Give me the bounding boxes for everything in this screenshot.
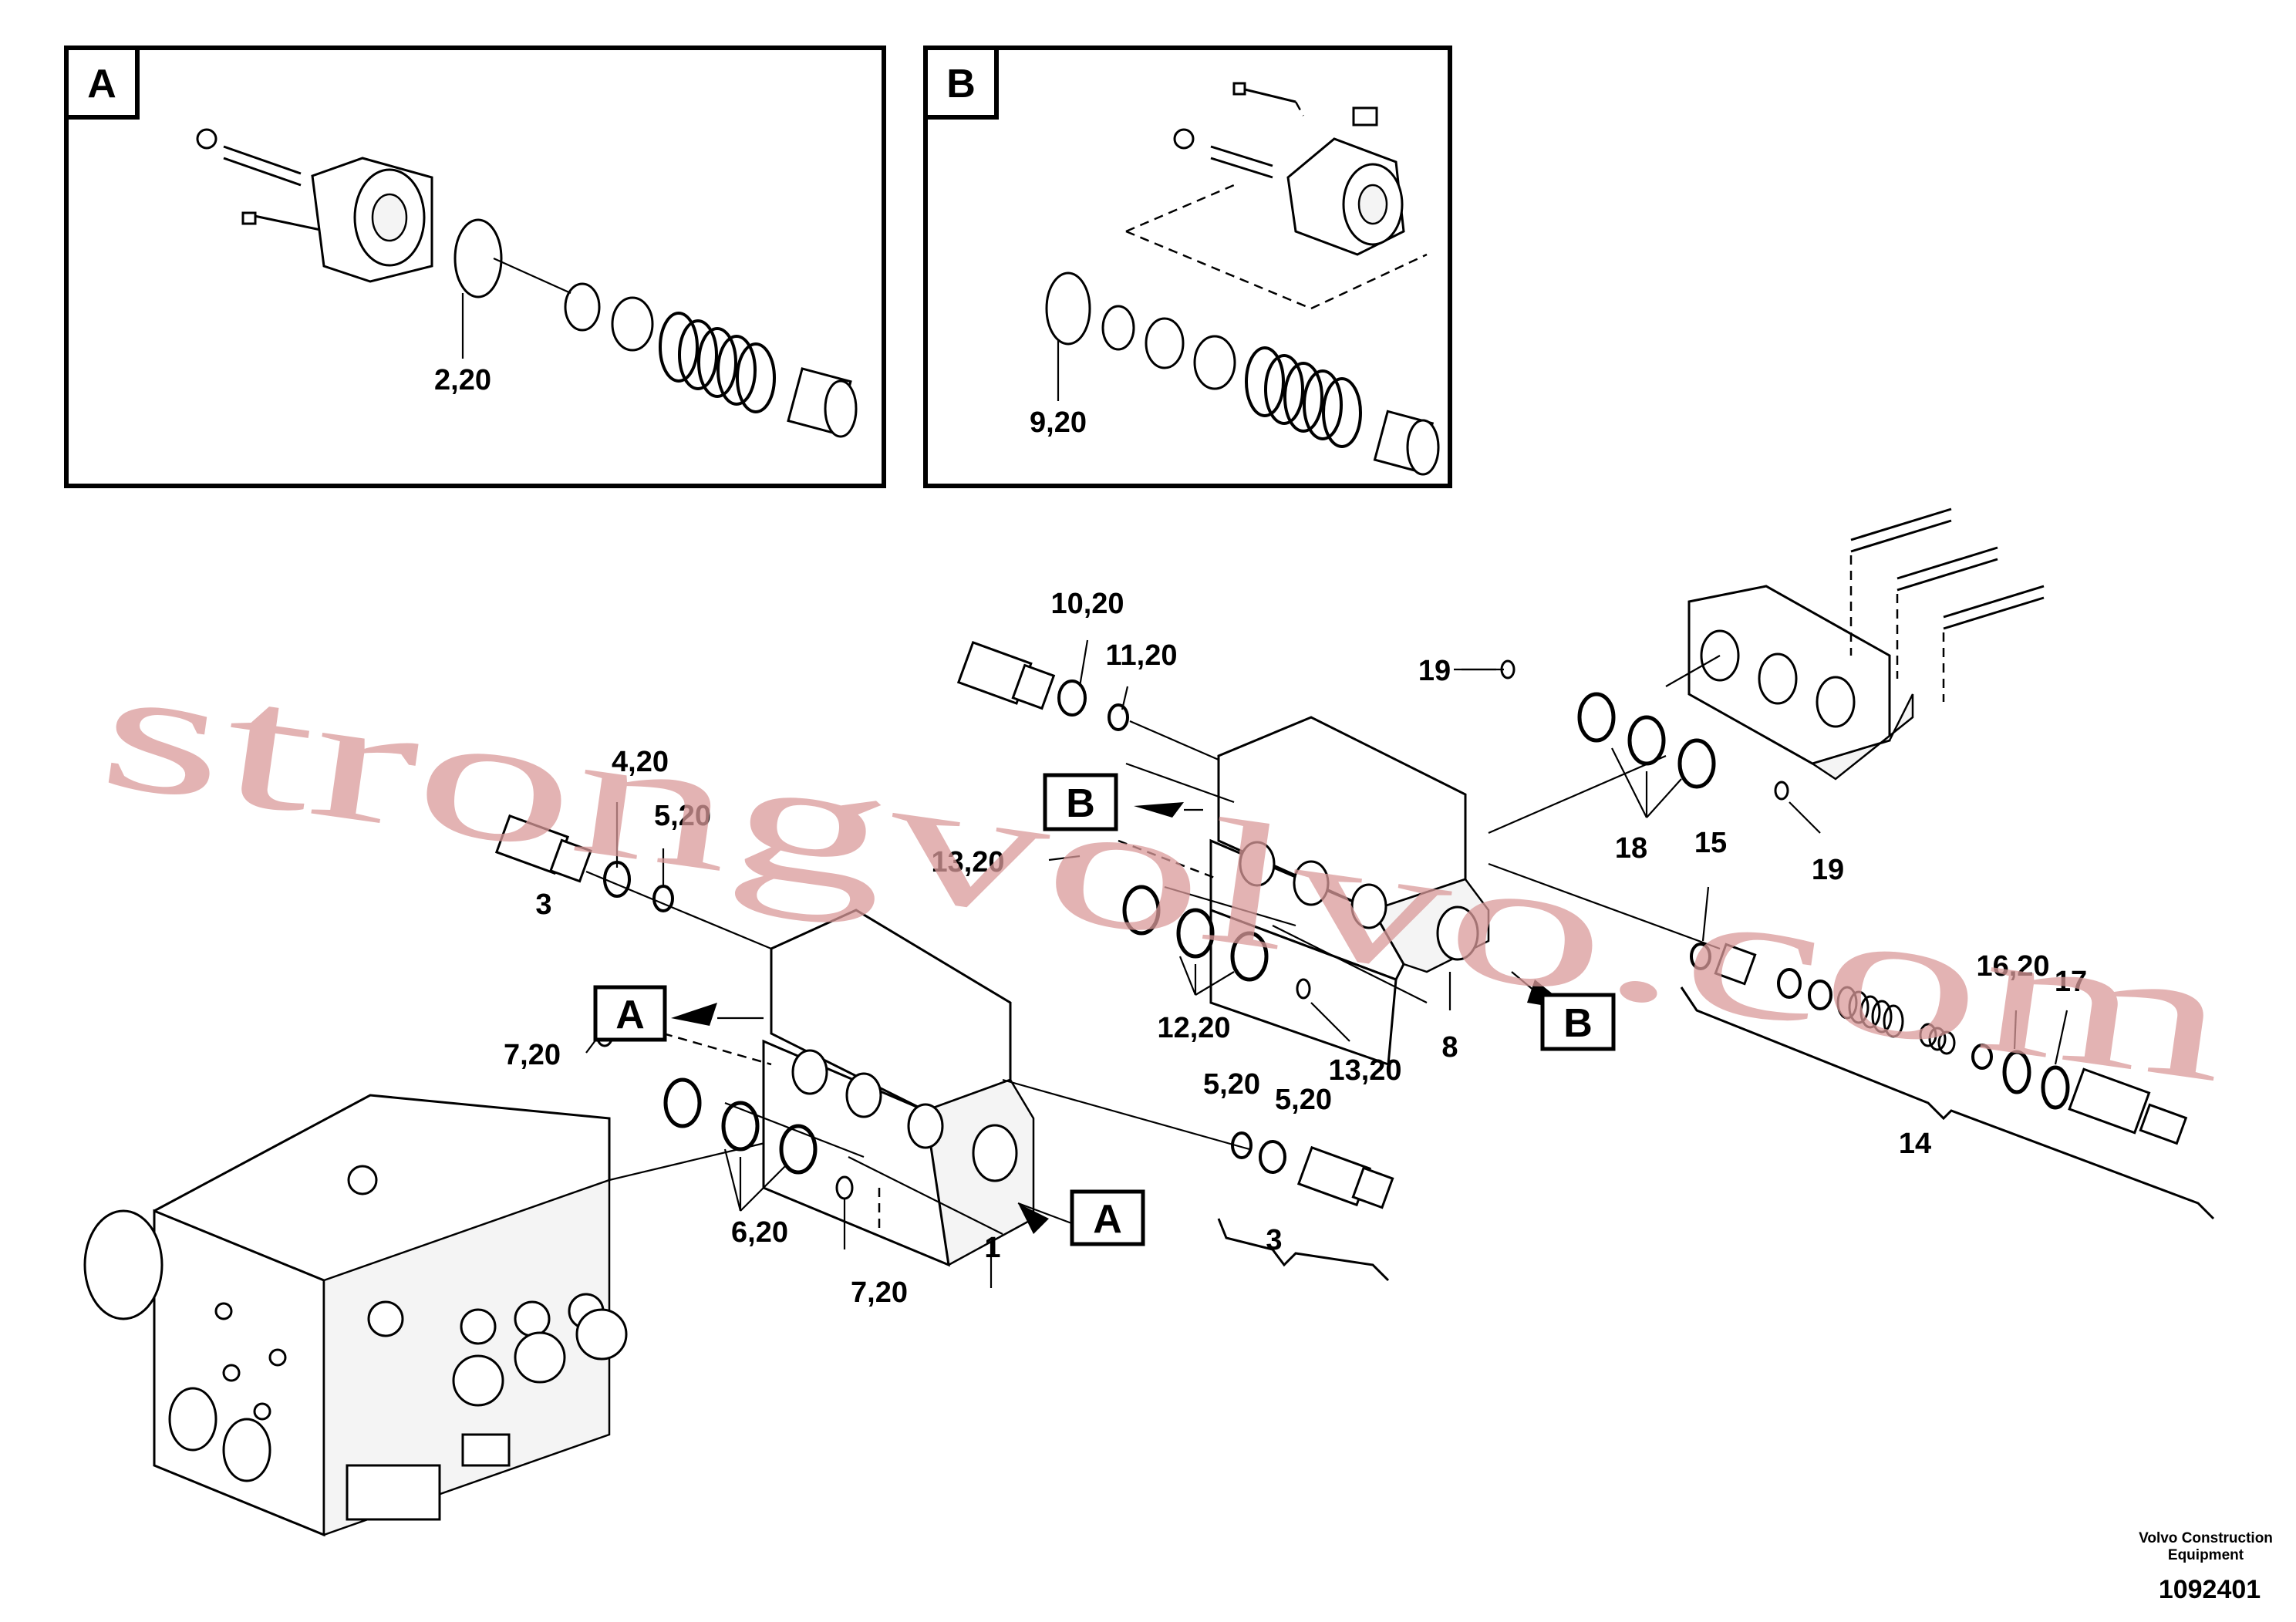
callout-5-20-partial: 5,20 [1275,1084,1332,1116]
callout-19-lower: 19 [1812,854,1844,886]
callout-6-20: 6,20 [731,1216,788,1249]
callout-12-20: 12,20 [1157,1012,1230,1044]
svg-text:B: B [1563,1001,1593,1046]
section-8-orings [1122,885,1269,982]
brand-line-2: Equipment [2168,1547,2244,1563]
watermark: strongvolvo.com [89,626,2240,1119]
cartridge-14 [1680,943,2215,1220]
callout-4-20: 4,20 [612,746,669,778]
detail-b-panel: B [923,46,1452,488]
svg-text:A: A [1093,1197,1122,1242]
footer: Volvo Construction Equipment 1092401 [2139,1530,2273,1604]
svg-text:A: A [615,993,645,1037]
brand-line-1: Volvo Construction [2139,1530,2273,1546]
ref-box-a-lower: A [1070,1189,1145,1246]
callout-17: 17 [2055,966,2087,998]
callout-3-left: 3 [535,889,551,921]
callout-5-20-left: 5,20 [654,800,711,832]
callout-8: 8 [1441,1031,1458,1064]
callout-19-upper: 19 [1418,655,1451,687]
callout-11-20: 11,20 [1106,639,1178,672]
callout-7-20-lower: 7,20 [851,1276,908,1309]
detail-b-callout: 9,20 [1030,406,1087,439]
detail-b-letter: B [946,62,976,106]
detail-a-panel: A [64,46,886,488]
detail-a-parts [196,128,858,438]
svg-text:B: B [1066,781,1095,826]
ref-box-b-upper: B [1043,773,1118,831]
callout-13-20-lower: 13,20 [1328,1054,1401,1087]
callout-7-20-upper: 7,20 [504,1039,561,1071]
callout-14: 14 [1899,1128,1931,1160]
detail-a-letter: A [87,62,116,106]
detail-b-parts [1045,82,1440,476]
callout-1: 1 [984,1232,1000,1264]
section-8 [1118,716,1490,1067]
ref-box-a-upper: A [593,985,667,1042]
callout-16-20: 16,20 [1976,950,2049,983]
callout-10-20: 10,20 [1050,588,1124,620]
callout-18: 18 [1615,832,1647,865]
callout-15: 15 [1694,827,1727,859]
callout-5-20-lower: 5,20 [1203,1068,1260,1101]
cover-orings [1577,692,1716,789]
section-1-orings [663,1077,818,1175]
relief-valve-upper [956,641,1219,761]
relief-valve-3-lower [1002,1078,1394,1282]
callout-3-lower: 3 [1266,1224,1282,1256]
end-cover [1488,508,2045,950]
drawing-number: 1092401 [2159,1575,2261,1604]
detail-a-callout: 2,20 [434,364,491,396]
relief-valve-3-left [494,814,772,950]
ref-box-b-lower: B [1540,993,1616,1051]
section-1 [663,909,1035,1267]
main-assembly [83,508,2215,1537]
main-valve-block [83,1094,772,1537]
callout-13-20-upper: 13,20 [931,846,1004,878]
callout-labels: 10,20 11,20 19 4,20 5,20 13,20 3 18 15 1… [504,588,2087,1309]
